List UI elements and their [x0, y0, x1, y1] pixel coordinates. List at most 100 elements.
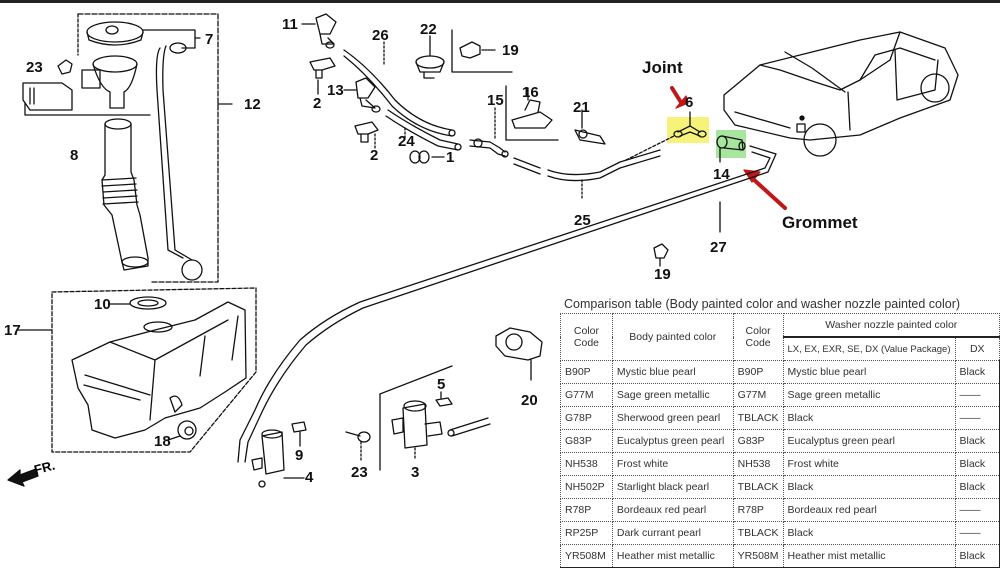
- color-code-cell: B90P: [560, 360, 613, 384]
- comparison-table: Color Code Body painted color Color Code…: [560, 313, 1000, 568]
- washer-reservoir: [71, 301, 247, 439]
- seal-5: [435, 391, 453, 407]
- part-label-24: 24: [398, 133, 415, 150]
- bracket-16-box: [505, 85, 559, 141]
- header-dx: DX: [954, 336, 1000, 361]
- nozzle-clip-2a: [309, 57, 336, 95]
- color-code-cell: RP25P: [560, 521, 613, 545]
- part-label-13: 13: [327, 82, 344, 99]
- part-label-26: 26: [372, 27, 389, 44]
- body-color-cell: Sage green metallic: [611, 383, 734, 407]
- joint-6: [625, 111, 707, 161]
- color-code-cell: R78P: [560, 498, 613, 522]
- body-color-cell: Dark currant pearl: [611, 521, 734, 545]
- nozzle-code-cell: NH538: [732, 452, 784, 476]
- part-label-23-bottom: 23: [351, 464, 368, 481]
- body-color-cell: Mystic blue pearl: [611, 360, 734, 384]
- nozzle-color-cell: Sage green metallic: [782, 383, 956, 407]
- joint-highlight: [667, 117, 709, 143]
- part-label-17: 17: [4, 322, 21, 339]
- body-color-cell: Frost white: [611, 452, 734, 476]
- color-code-cell: G78P: [560, 406, 613, 430]
- header-color-code-2: Color Code: [732, 313, 784, 361]
- hose-27: [237, 145, 777, 463]
- nozzle-code-cell: TBLACK: [732, 521, 784, 545]
- bolt-23: [345, 431, 371, 461]
- nozzle-color-cell: Frost white: [782, 452, 956, 476]
- dx-color-cell: ——: [954, 383, 1000, 407]
- nozzle-color-cell: Bordeaux red pearl: [782, 498, 956, 522]
- part-label-8: 8: [70, 147, 79, 164]
- filler-neck-group-box: [24, 13, 233, 283]
- part-label-7: 7: [205, 31, 214, 48]
- part-label-2-a: 2: [313, 95, 322, 112]
- nozzle-code-cell: R78P: [732, 498, 784, 522]
- nozzle-clip-2b: [354, 121, 379, 149]
- hose-25: [513, 149, 661, 201]
- clip-19-box: [451, 29, 513, 73]
- tee-15: [469, 107, 509, 158]
- part-label-25: 25: [574, 212, 591, 229]
- joint-arrow: [670, 86, 689, 109]
- washer-nozzle-13: [343, 77, 381, 113]
- grommet-arrow: [743, 169, 787, 210]
- part-label-11: 11: [282, 16, 298, 33]
- body-color-cell: Sherwood green pearl: [611, 406, 734, 430]
- body-color-cell: Starlight black pearl: [611, 475, 734, 499]
- part-label-12: 12: [244, 96, 261, 113]
- part-label-9: 9: [295, 447, 304, 464]
- header-color-code: Color Code: [560, 313, 613, 361]
- body-color-cell: Eucalyptus green pearl: [611, 429, 734, 453]
- nozzle-color-cell: Mystic blue pearl: [782, 360, 956, 384]
- nozzle-color-cell: Black: [782, 475, 956, 499]
- dx-color-cell: ——: [954, 406, 1000, 430]
- joint-annotation: Joint: [642, 58, 683, 77]
- color-code-cell: NH502P: [560, 475, 613, 499]
- grommet-22: [415, 35, 445, 79]
- dx-color-cell: Black: [954, 360, 1000, 384]
- dx-color-cell: ——: [954, 521, 1000, 545]
- nozzle-color-cell: Black: [782, 406, 956, 430]
- part-label-20: 20: [521, 392, 538, 409]
- nozzle-code-cell: TBLACK: [732, 475, 784, 499]
- washer-pump-4: [251, 429, 305, 488]
- washer-nozzle-11: [301, 13, 337, 49]
- part-label-4: 4: [305, 469, 314, 486]
- parts-diagram: [7, 13, 959, 488]
- clip-1: [409, 150, 445, 164]
- color-code-cell: NH538: [560, 452, 613, 476]
- part-label-3: 3: [411, 464, 420, 481]
- part-label-21: 21: [573, 99, 590, 116]
- dx-color-cell: Black: [954, 452, 1000, 476]
- clip-21: [574, 109, 606, 145]
- dx-color-cell: Black: [954, 429, 1000, 453]
- part-label-15: 15: [487, 92, 504, 109]
- part-label-2-b: 2: [370, 147, 379, 164]
- part-label-10: 10: [94, 296, 111, 313]
- color-code-cell: G83P: [560, 429, 613, 453]
- hose-pump-outlet: [447, 417, 491, 437]
- hose-24: [385, 109, 462, 151]
- front-direction-arrow: [7, 468, 39, 487]
- nozzle-code-cell: TBLACK: [732, 406, 784, 430]
- top-border: [0, 0, 1000, 3]
- dx-color-cell: Black: [954, 475, 1000, 499]
- dx-color-cell: ——: [954, 498, 1000, 522]
- comparison-table-title: Comparison table (Body painted color and…: [564, 297, 961, 311]
- part-label-1: 1: [446, 149, 455, 166]
- clip-19-lower: [653, 243, 669, 267]
- grommet-annotation: Grommet: [782, 213, 858, 232]
- filler-neck-top: [81, 55, 138, 109]
- header-body-painted-color: Body painted color: [611, 313, 734, 361]
- grommet-highlight: [716, 130, 746, 158]
- part-label-23-top: 23: [26, 59, 43, 76]
- grommet-18: [167, 420, 197, 441]
- washer-pump-3: [391, 400, 443, 461]
- part-label-27: 27: [710, 239, 727, 256]
- color-code-cell: G77M: [560, 383, 613, 407]
